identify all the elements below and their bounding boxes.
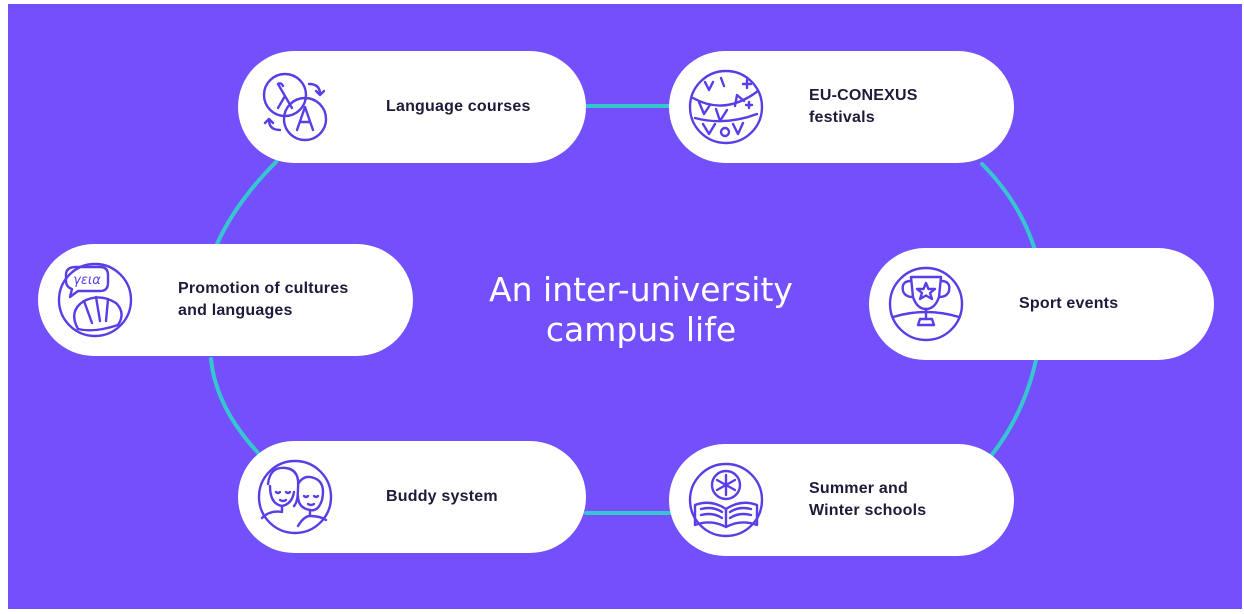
diagram-canvas: Language courses EU-CONEXUS — [8, 4, 1242, 609]
language-translation-icon — [254, 66, 336, 148]
greeting-text: γεια — [73, 273, 101, 288]
festival-bunting-icon — [685, 66, 767, 148]
trophy-icon — [885, 263, 967, 345]
label-sport-events-line1: Sport events — [1019, 295, 1119, 312]
greeting-croissant-icon: γεια — [54, 259, 136, 341]
label-cultures-line2: and languages — [178, 302, 293, 319]
connector-upper-right — [980, 162, 1037, 252]
center-title-line2: campus life — [545, 310, 737, 349]
label-buddy-system-line1: Buddy system — [386, 488, 498, 505]
label-cultures-line1: Promotion of cultures — [178, 280, 349, 297]
label-festivals-line1: EU-CONEXUS — [809, 87, 918, 104]
label-language-courses-line1: Language courses — [386, 98, 531, 115]
label-festivals-line2: festivals — [809, 109, 875, 126]
node-language-courses: Language courses — [238, 51, 586, 163]
label-schools-line1: Summer and — [809, 480, 908, 497]
center-title-line1: An inter-university — [489, 270, 793, 309]
node-cultures-languages: γεια Promotion of cultures and languages — [38, 244, 413, 356]
book-snowflake-icon — [685, 459, 767, 541]
node-sport-events: Sport events — [869, 248, 1214, 360]
node-summer-winter-schools: Summer and Winter schools — [669, 444, 1014, 556]
connector-upper-left — [215, 160, 278, 246]
node-buddy-system: Buddy system — [238, 441, 586, 553]
node-festivals: EU-CONEXUS festivals — [669, 51, 1014, 163]
center-title: An inter-university campus life — [451, 270, 831, 350]
connector-lower-left — [209, 357, 263, 458]
two-people-icon — [254, 456, 336, 538]
connector-lower-right — [989, 358, 1038, 458]
connector-ring — [209, 104, 1038, 515]
label-schools-line2: Winter schools — [809, 502, 927, 519]
